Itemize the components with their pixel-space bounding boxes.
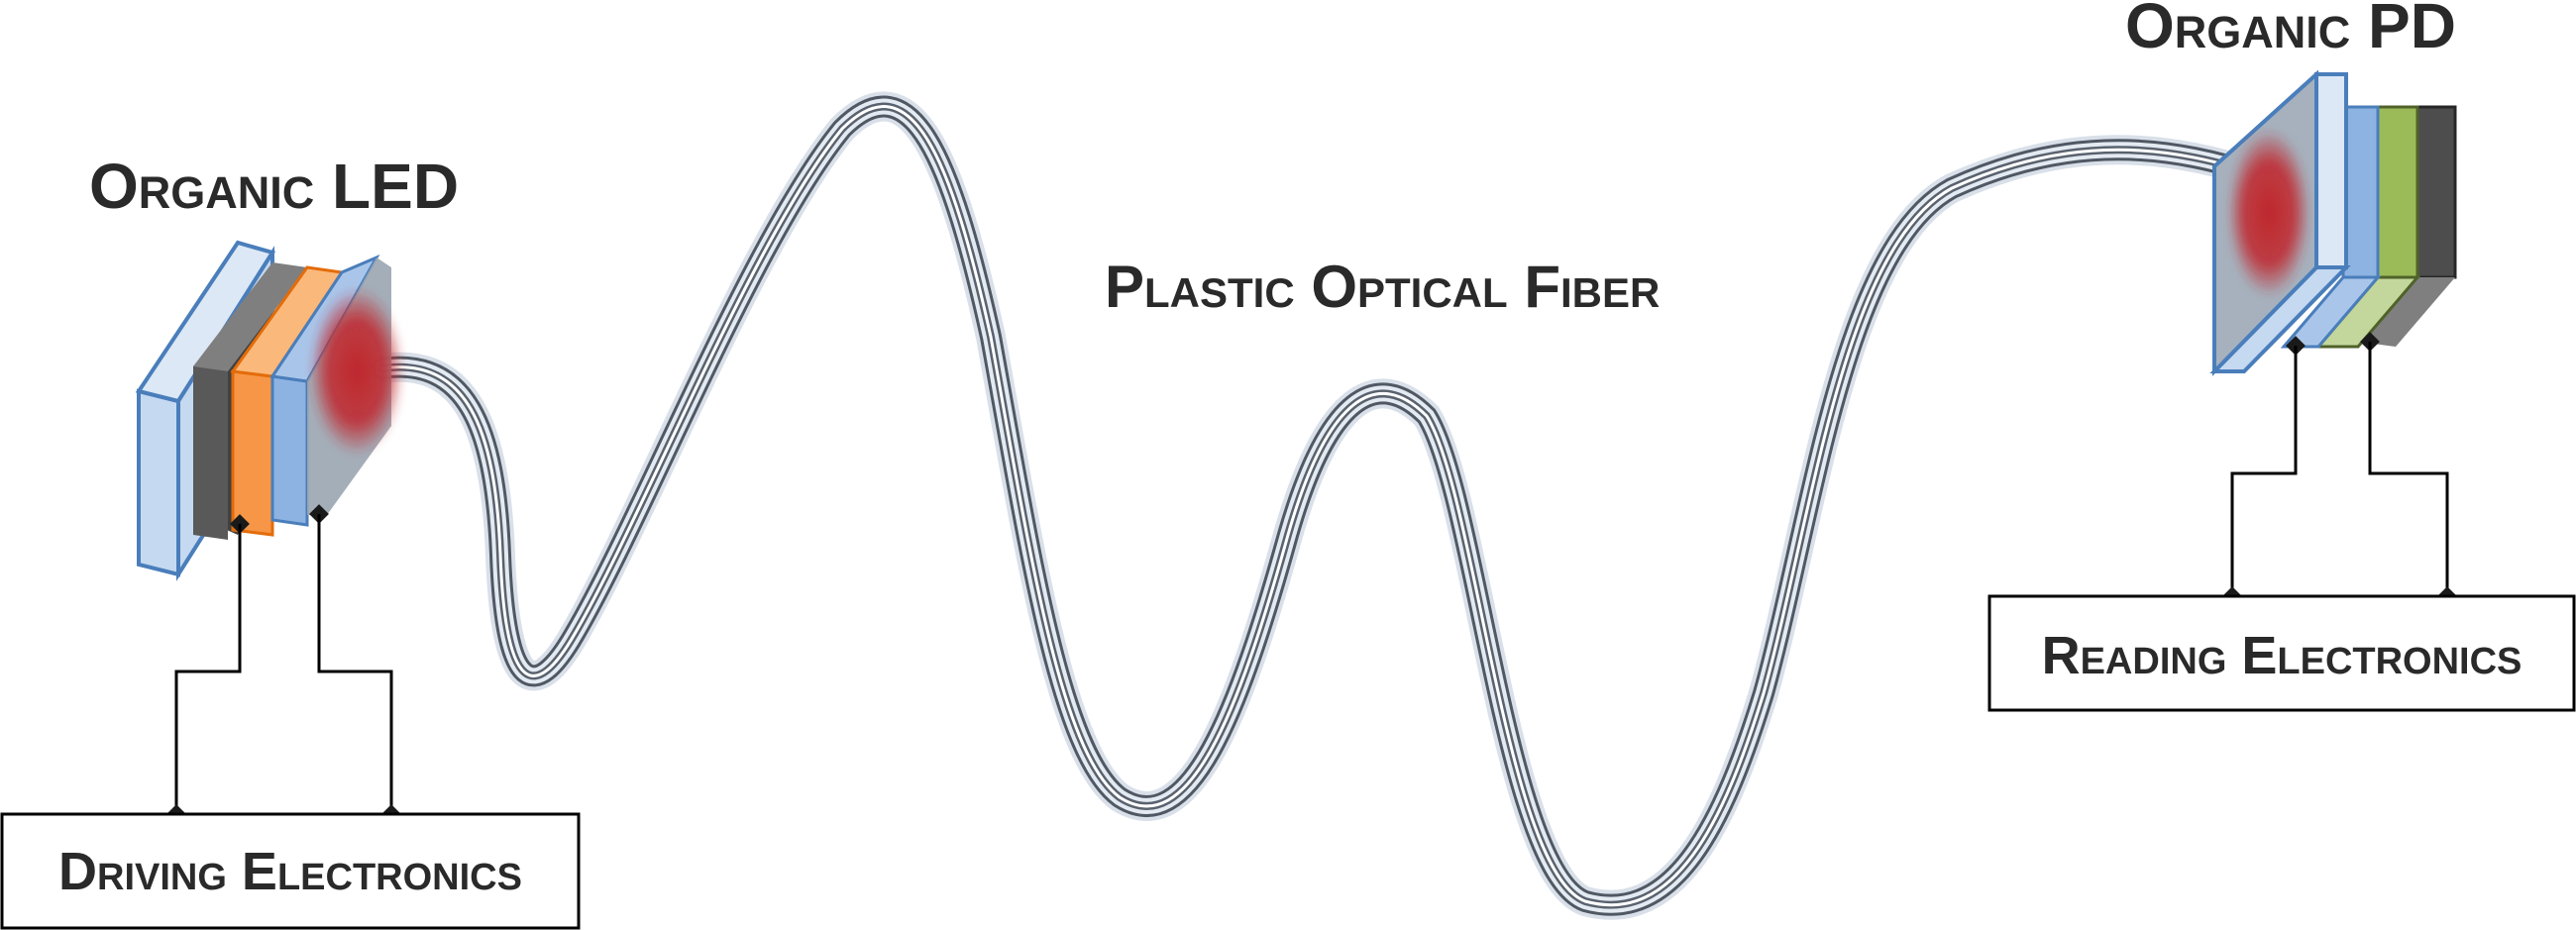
led-emission-glow [309,287,404,456]
reading-electronics-box: Reading Electronics [1987,594,2576,712]
pd-blue-layer [2341,105,2380,279]
organic-led-label: Organic LED [89,151,459,222]
pd-wiring [2230,342,2449,596]
led-substrate-layer [137,388,180,577]
organic-pd-device [2209,69,2457,376]
reading-electronics-label: Reading Electronics [2042,626,2522,685]
led-orange-layer [231,369,274,537]
driving-electronics-box: Driving Electronics [0,812,581,930]
driving-electronics-label: Driving Electronics [58,842,522,901]
plastic-optical-fiber [367,91,2284,920]
pd-green-layer [2376,105,2419,279]
organic-led-device [135,240,404,581]
pd-dark-layer [2415,105,2457,279]
pd-substrate-layer [2314,72,2348,269]
led-wiring [174,514,393,814]
pd-incident-light [2227,129,2310,297]
led-blue-layer [270,374,309,527]
plastic-optical-fiber-label: Plastic Optical Fiber [1105,254,1660,320]
organic-pd-label: Organic PD [2125,0,2456,61]
